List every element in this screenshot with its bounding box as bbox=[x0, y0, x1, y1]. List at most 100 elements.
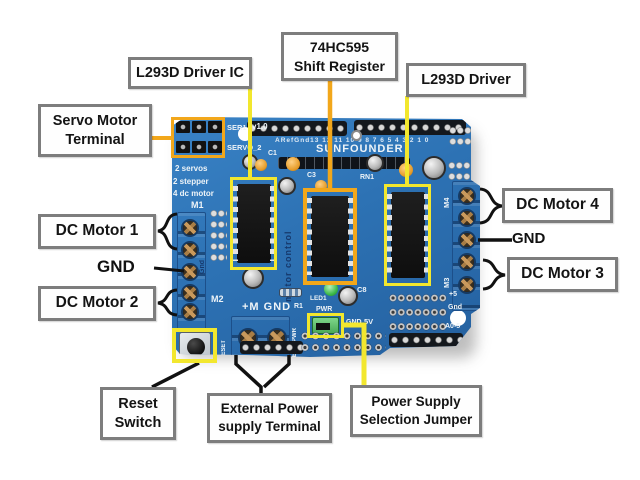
label-line: DC Motor 2 bbox=[55, 294, 139, 312]
l293d-ic-left-highlight bbox=[230, 177, 277, 270]
label-shift-register: 74HC595 Shift Register bbox=[281, 32, 398, 81]
label-servo-motor-terminal: Servo Motor Terminal bbox=[38, 104, 152, 157]
tantalum-cap bbox=[255, 159, 267, 171]
servo-terminal-highlight bbox=[171, 117, 225, 158]
a05-text: A0-5 bbox=[445, 323, 461, 330]
jumper-cap bbox=[316, 323, 330, 330]
pin-number-row: ARefGnd13 12 11 10 9 8 7 6 5 4 3 2 1 0 bbox=[275, 137, 430, 144]
label-reset-switch: Reset Switch bbox=[100, 387, 176, 440]
label-line: DC Motor 4 bbox=[516, 196, 599, 214]
c8-text: C8 bbox=[357, 285, 367, 294]
pad-grid-top-corner bbox=[449, 125, 471, 145]
label-line: Shift Register bbox=[293, 57, 385, 74]
label-line: Selection Jumper bbox=[359, 412, 473, 427]
motor-screw-gnd-right bbox=[458, 231, 476, 249]
servo-pin bbox=[208, 141, 222, 153]
bracket-dc-motor-2 bbox=[157, 288, 178, 317]
label-line: L293D Driver bbox=[421, 71, 511, 88]
ser1-text: SER1 bbox=[227, 123, 247, 132]
bracket-external-power bbox=[234, 355, 291, 394]
servo-pin bbox=[176, 141, 190, 153]
r1-text: R1 bbox=[294, 303, 303, 310]
servo-pin bbox=[208, 121, 222, 133]
shift-register-highlight bbox=[303, 188, 357, 285]
servo2-text: SERVO_2 bbox=[227, 143, 262, 152]
c3-text: C3 bbox=[307, 172, 316, 179]
label-line: DC Motor 1 bbox=[55, 222, 139, 240]
label-l293d-driver-ic: L293D Driver IC bbox=[128, 57, 252, 89]
label-line: Terminal bbox=[65, 131, 125, 148]
74hc595-chip bbox=[307, 196, 353, 277]
label-l293d-driver: L293D Driver bbox=[406, 63, 526, 97]
l293d-ic-right-chip bbox=[387, 192, 429, 278]
reset-button-cap[interactable] bbox=[187, 338, 205, 356]
plus-m-gnd-text: +M GND bbox=[242, 301, 292, 313]
l293d-driver-right-highlight bbox=[384, 184, 431, 286]
digital-header-right bbox=[354, 120, 466, 135]
resistor-r1 bbox=[279, 288, 302, 297]
label-power-supply-jumper: Power Supply Selection Jumper bbox=[350, 385, 482, 437]
motor-screw-m1b bbox=[181, 241, 199, 259]
label-line: DC Motor 3 bbox=[521, 265, 604, 283]
label-external-power: External Power supply Terminal bbox=[207, 393, 332, 443]
plus5-text: +5 bbox=[449, 291, 457, 298]
brand-text: SUNFOUNDER bbox=[316, 143, 404, 155]
label-gnd-left: GND bbox=[97, 257, 135, 276]
servo-pin bbox=[192, 141, 206, 153]
label-line: supply Terminal bbox=[218, 419, 321, 434]
l293d-ic-left-chip bbox=[233, 184, 275, 263]
m1-text: M1 bbox=[191, 200, 204, 210]
servos-text: 2 servos bbox=[175, 164, 208, 173]
capacitor bbox=[422, 156, 446, 180]
stepper-text: 2 stepper bbox=[173, 177, 209, 186]
mounting-hole-bottom-right bbox=[450, 310, 466, 326]
reset-switch-button[interactable] bbox=[179, 332, 211, 357]
led1-text: LED1 bbox=[310, 295, 327, 302]
bracket-dc-motor-3 bbox=[482, 258, 506, 291]
pad-grid-top-right bbox=[448, 160, 478, 182]
reset-switch-highlight bbox=[172, 328, 217, 363]
motor-screw-m3a bbox=[458, 253, 476, 271]
servo-pin bbox=[176, 121, 190, 133]
label-line: Switch bbox=[114, 414, 162, 431]
tantalum-cap bbox=[286, 157, 300, 171]
motor-screw-m3b bbox=[458, 276, 476, 294]
label-dc-motor-1: DC Motor 1 bbox=[38, 214, 156, 249]
analog-hole-grid bbox=[389, 291, 447, 334]
bracket-dc-motor-4 bbox=[479, 187, 503, 225]
digital-header-left bbox=[247, 121, 347, 136]
motor-screw-m4a bbox=[458, 187, 476, 205]
capacitor bbox=[366, 154, 384, 172]
gnd-br-text: Gnd bbox=[448, 304, 462, 311]
label-line: External Power bbox=[220, 401, 319, 417]
label-dc-motor-2: DC Motor 2 bbox=[38, 286, 156, 321]
label-gnd-right: GND bbox=[512, 230, 546, 247]
five-v-text: 5V bbox=[364, 317, 374, 326]
bracket-dc-motor-1 bbox=[157, 212, 178, 251]
bottom-header-right bbox=[389, 333, 463, 347]
c1-text: C1 bbox=[268, 150, 277, 157]
motor-screw-m1a bbox=[181, 219, 199, 237]
pad-column-left bbox=[210, 208, 227, 265]
label-line: Reset bbox=[118, 395, 158, 412]
bottom-header-left bbox=[240, 341, 303, 354]
capacitor bbox=[278, 177, 296, 195]
label-line: 74HC595 bbox=[309, 39, 370, 56]
motor-screw-m2b bbox=[181, 303, 199, 321]
dc-motor-text: 4 dc motor bbox=[173, 189, 214, 198]
power-jumper-highlight bbox=[307, 313, 344, 338]
motor-screw-m4b bbox=[458, 209, 476, 227]
servo-pin bbox=[192, 121, 206, 133]
label-line: Servo Motor bbox=[52, 112, 138, 129]
rn1-text: RN1 bbox=[360, 174, 375, 181]
label-line: Power Supply bbox=[371, 394, 461, 410]
line-gnd-left bbox=[153, 266, 185, 273]
line-reset-switch bbox=[151, 361, 200, 389]
label-dc-motor-3: DC Motor 3 bbox=[507, 257, 618, 292]
capacitor bbox=[338, 286, 358, 306]
motor-screw-m2a bbox=[181, 284, 199, 302]
pad-hole-top-middle bbox=[351, 130, 362, 141]
label-line: L293D Driver IC bbox=[136, 64, 244, 81]
